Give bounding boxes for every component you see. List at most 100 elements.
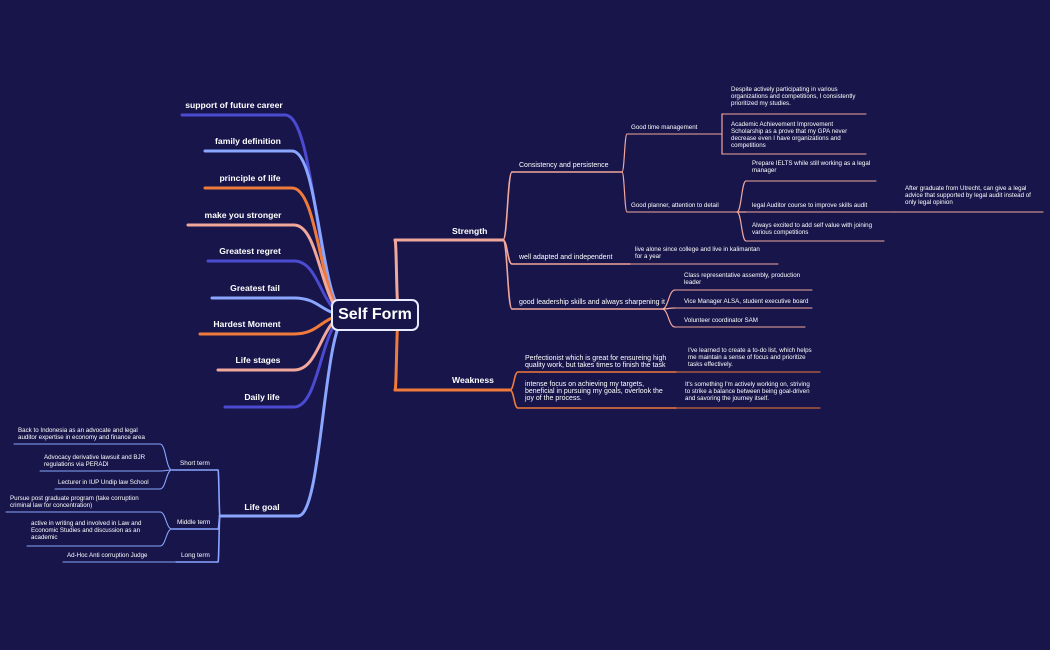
- weakness-node-1-1[interactable]: I've learned to create a to-do list, whi…: [688, 347, 812, 368]
- strength-node-1-2-1[interactable]: Prepare IELTS while still working as a l…: [752, 160, 870, 174]
- strength-node-2-1[interactable]: live alone since college and live in kal…: [635, 246, 760, 260]
- life-goal-middle-term-item-2[interactable]: active in writing and involved in Law an…: [31, 520, 142, 541]
- strength-node-3[interactable]: good leadership skills and always sharpe…: [519, 299, 665, 306]
- weakness-node-2-1-line: It's something I'm actively working on, …: [685, 381, 810, 388]
- strength-node-1[interactable]: Consistency and persistence: [519, 162, 609, 169]
- strength-node-3-3[interactable]: Volunteer coordinator SAM: [684, 317, 758, 324]
- life-goal-short-term-line: Short term: [180, 460, 210, 467]
- strength-node-2-1-line: for a year: [635, 253, 661, 260]
- strength-node-1-2-1-connector: [736, 180, 747, 213]
- branch-principle-of-life[interactable]: principle of life: [219, 173, 280, 183]
- strength-node-1-1-2-line: decrease even I have organizations and: [731, 135, 841, 142]
- weakness-node-1-1-line: tasks effectively.: [688, 361, 733, 368]
- branch-family-definition-line: family definition: [215, 136, 281, 146]
- life-goal-middle-term-item-1-line: criminal law for concentration): [10, 502, 92, 509]
- branch-life-stages[interactable]: Life stages: [236, 355, 281, 365]
- strength-node-1-1-1[interactable]: Despite actively participating in variou…: [731, 86, 856, 107]
- weakness-node-1-line: quality work, but takes times to finish …: [525, 362, 666, 369]
- root-node-self-form[interactable]: Self Form: [331, 299, 419, 331]
- branch-principle-of-life-line: principle of life: [219, 173, 280, 183]
- weakness-node-2[interactable]: intense focus on achieving my targets,be…: [524, 381, 663, 402]
- strength-node-1-2-3-connector: [736, 211, 747, 242]
- life-goal-middle-term-item-1[interactable]: Pursue post graduate program (take corru…: [10, 495, 139, 509]
- strength-node-1-2-2[interactable]: legal Auditor course to improve skills a…: [752, 202, 867, 209]
- branch-support-of-future-career-line: support of future career: [185, 100, 283, 110]
- strength-node-3-3-line: Volunteer coordinator SAM: [684, 317, 758, 324]
- weakness-node-2-line: intense focus on achieving my targets,: [525, 381, 644, 388]
- branch-greatest-fail-line: Greatest fail: [230, 283, 280, 293]
- weakness-node-2-1[interactable]: It's something I'm actively working on, …: [685, 381, 810, 402]
- branch-daily-life[interactable]: Daily life: [244, 392, 280, 402]
- node-layer: support of future career family definitio…: [10, 86, 1031, 559]
- strength-node-1-1-1-line: prioritized my studies.: [731, 100, 791, 107]
- life-goal-long-term[interactable]: Long term: [181, 552, 210, 559]
- strength-node-1-2-2-line: legal Auditor course to improve skills a…: [752, 202, 867, 209]
- strength-node-1-2-2-1[interactable]: After graduate from Utrecht, can give a …: [905, 185, 1031, 206]
- strength-node-1-2-2-1-line: advice that supported by legal audit ins…: [905, 192, 1031, 199]
- strength-node-1-2-2-1-line: only legal opinion: [905, 199, 953, 206]
- life-goal-middle-term[interactable]: Middle term: [177, 519, 210, 526]
- branch-life-goal-connector: [296, 313, 350, 518]
- strength-node-3-1[interactable]: Class representative assembly, productio…: [684, 272, 801, 286]
- strength-node-1-2[interactable]: Good planner, attention to detail: [631, 202, 719, 209]
- life-goal-short-term-item-2-line: regulations via PERADI: [44, 461, 109, 468]
- strength-node-1-1[interactable]: Good time management: [631, 124, 698, 131]
- life-goal-short-term-item-1-connector: [159, 443, 173, 471]
- strength-node-1-2-2-1-line: After graduate from Utrecht, can give a …: [905, 185, 1026, 192]
- life-goal-middle-term-line: Middle term: [177, 519, 210, 526]
- life-goal-short-term[interactable]: Short term: [180, 460, 210, 467]
- branch-life-goal[interactable]: Life goal: [244, 502, 279, 512]
- life-goal-short-term-item-3-connector: [159, 469, 173, 490]
- life-goal-long-term-connector: [217, 515, 221, 563]
- branch-life-goal-line: Life goal: [244, 502, 279, 512]
- branch-hardest-moment[interactable]: Hardest Moment: [213, 319, 280, 329]
- life-goal-middle-term-item-1-line: Pursue post graduate program (take corru…: [10, 495, 139, 502]
- strength-node-1-2-line: Good planner, attention to detail: [631, 202, 719, 209]
- branch-hardest-moment-line: Hardest Moment: [213, 319, 280, 329]
- branch-family-definition-connector: [290, 149, 350, 317]
- life-goal-short-term-item-1[interactable]: Back to Indonesia as an advocate and leg…: [18, 427, 145, 441]
- strength-node-1-2-1-line: Prepare IELTS while still working as a l…: [752, 160, 870, 167]
- weakness-node-1-line: Perfectionist which is great for ensurei…: [525, 355, 666, 362]
- connector-layer: [5, 113, 1044, 563]
- branch-make-you-stronger[interactable]: make you stronger: [205, 210, 283, 220]
- branch-weakness-connector: [393, 323, 400, 392]
- life-goal-long-term-item-1[interactable]: Ad-Hoc Anti corruption Judge: [67, 552, 148, 559]
- branch-greatest-regret[interactable]: Greatest regret: [219, 246, 281, 256]
- branch-family-definition[interactable]: family definition: [215, 136, 281, 146]
- branch-daily-life-line: Daily life: [244, 392, 280, 402]
- strength-node-3-2[interactable]: Vice Manager ALSA, student executive boa…: [684, 298, 809, 305]
- strength-node-1-2-1-line: manager: [752, 167, 776, 174]
- branch-strength-line: Strength: [452, 226, 487, 236]
- life-goal-short-term-item-1-line: auditor expertise in economy and finance…: [18, 434, 145, 441]
- strength-node-1-2-3[interactable]: Always excited to add self value with jo…: [752, 222, 873, 236]
- weakness-node-2-1-line: to strike a balance between being goal-d…: [685, 388, 810, 395]
- strength-node-2[interactable]: well adapted and independent: [518, 254, 612, 261]
- branch-weakness-line: Weakness: [452, 375, 494, 385]
- branch-principle-of-life-connector: [290, 186, 350, 317]
- weakness-node-1-1-line: me maintain a sense of focus and priorit…: [688, 354, 806, 361]
- weakness-node-1-connector: [509, 371, 519, 391]
- strength-node-3-2-line: Vice Manager ALSA, student executive boa…: [684, 298, 809, 305]
- weakness-node-2-connector: [509, 389, 519, 409]
- branch-make-you-stronger-line: make you stronger: [205, 210, 283, 220]
- weakness-node-1[interactable]: Perfectionist which is great for ensurei…: [525, 355, 666, 369]
- branch-support-of-future-career[interactable]: support of future career: [185, 100, 283, 110]
- life-goal-long-term-line: Long term: [181, 552, 210, 559]
- branch-strength-connector: [393, 238, 400, 307]
- branch-weakness[interactable]: Weakness: [452, 375, 494, 385]
- branch-strength[interactable]: Strength: [452, 226, 487, 236]
- strength-node-1-connector: [502, 171, 513, 241]
- life-goal-short-term-item-3[interactable]: Lecturer in IUP Undip law School: [58, 479, 149, 486]
- life-goal-long-term-item-1-line: Ad-Hoc Anti corruption Judge: [67, 552, 148, 559]
- strength-node-3-3-connector: [661, 308, 676, 328]
- branch-greatest-fail[interactable]: Greatest fail: [230, 283, 280, 293]
- weakness-node-1-1-line: I've learned to create a to-do list, whi…: [688, 347, 812, 354]
- strength-node-1-2-3-line: various competitions: [752, 229, 808, 236]
- strength-node-3-line: good leadership skills and always sharpe…: [519, 299, 665, 306]
- life-goal-short-term-item-3-line: Lecturer in IUP Undip law School: [58, 479, 149, 486]
- life-goal-middle-term-item-2-line: active in writing and involved in Law an…: [31, 520, 142, 527]
